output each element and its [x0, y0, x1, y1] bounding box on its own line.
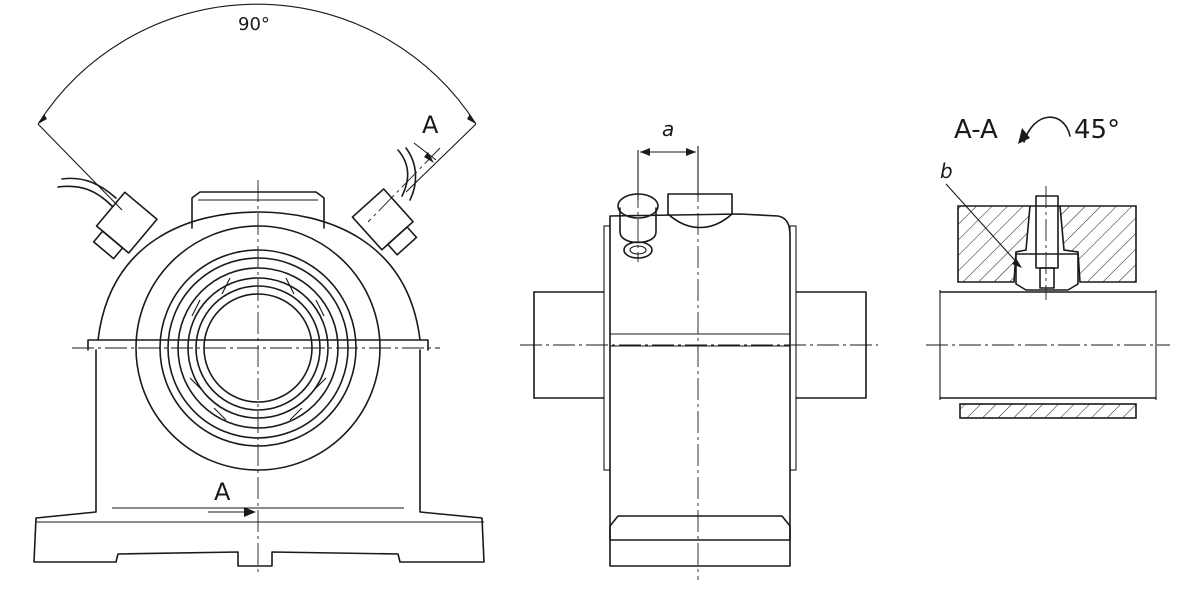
section-title: A-A — [954, 115, 998, 145]
side-view: a — [520, 117, 878, 580]
angle-label: 90° — [238, 14, 270, 35]
angle-dimension-arc — [37, 3, 477, 125]
section-rotation-label: 45° — [1074, 115, 1120, 145]
section-mark-upper: A — [422, 111, 439, 139]
section-mark-lower: A — [214, 478, 231, 506]
section-line — [367, 147, 441, 223]
detail-b-label: b — [940, 159, 953, 183]
front-view: 90° A — [33, 3, 485, 574]
section-view: A-A 45° b — [926, 115, 1170, 419]
rotation-arrow-icon — [1023, 116, 1071, 143]
dimension-a-label: a — [662, 117, 674, 141]
